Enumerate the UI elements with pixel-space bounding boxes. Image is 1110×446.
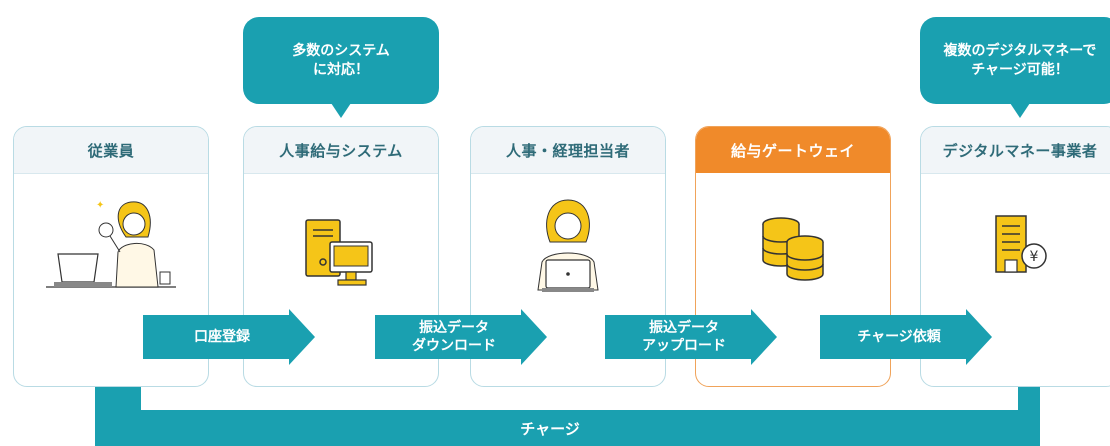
card-employee: 従業員 ✦: [13, 126, 209, 387]
callout-tail: [1010, 103, 1030, 118]
multi-money-callout: 複数のデジタルマネーで チャージ可能！: [920, 17, 1110, 118]
arrow-label: ダウンロード: [412, 338, 496, 354]
charge-flow-label: チャージ: [520, 420, 580, 438]
card-title: 従業員: [14, 127, 208, 174]
callout-line: に対応！: [313, 61, 369, 78]
card-title: 人事・経理担当者: [471, 127, 665, 174]
callout-line: 多数のシステム: [292, 42, 390, 59]
computer-system-icon: [244, 187, 438, 307]
arrow-label: 口座登録: [194, 329, 250, 345]
svg-text:¥: ¥: [1030, 249, 1039, 265]
arrow-label: 振込データ: [649, 320, 719, 336]
arrow-account-registration: 口座登録: [143, 309, 315, 365]
building-yen-icon: ¥: [921, 187, 1110, 307]
arrow-transfer-data-upload: 振込データ アップロード: [605, 309, 777, 365]
arrow-charge-request: チャージ依頼: [820, 309, 992, 365]
arrow-transfer-data-download: 振込データ ダウンロード: [375, 309, 547, 365]
coin-stacks-icon: [696, 187, 890, 307]
multi-system-callout: 多数のシステム に対応！: [243, 17, 439, 118]
arrow-label: 振込データ: [419, 320, 489, 336]
employee-with-laptop-icon: ✦: [14, 187, 208, 307]
callout-tail: [331, 103, 351, 118]
card-title: 給与ゲートウェイ: [696, 127, 890, 173]
card-title: 人事給与システム: [244, 127, 438, 174]
arrow-label: チャージ依頼: [857, 329, 941, 345]
callout-line: 複数のデジタルマネーで: [943, 42, 1097, 59]
arrow-label: アップロード: [642, 338, 726, 354]
callout-line: チャージ可能！: [971, 61, 1069, 78]
staff-with-laptop-icon: [471, 187, 665, 307]
card-title: デジタルマネー事業者: [921, 127, 1110, 174]
svg-text:✦: ✦: [96, 200, 104, 211]
